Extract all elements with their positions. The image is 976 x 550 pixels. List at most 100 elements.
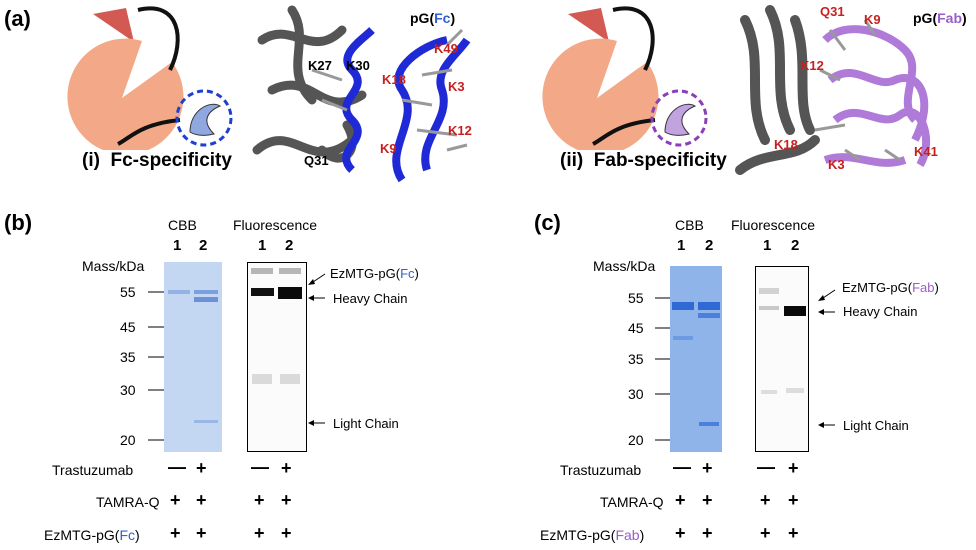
b-sign: + — [170, 490, 181, 510]
b-sign: + — [196, 523, 207, 543]
residue-q31: Q31 — [820, 4, 845, 19]
c-sign: + — [675, 490, 686, 510]
b-fluor-gel — [247, 262, 307, 452]
fc-specificity-cartoon — [67, 6, 233, 150]
b-marker-35: 35 — [120, 349, 136, 365]
residue-k41: K41 — [914, 144, 938, 159]
b-cbb-title: CBB — [168, 217, 197, 233]
b-cbb-gel — [164, 262, 222, 452]
c-row-ezmtg: EzMTG-pG(Fab) — [540, 527, 645, 543]
b-sign: + — [170, 523, 181, 543]
c-sign: — — [673, 457, 691, 477]
b-marker-45: 45 — [120, 319, 136, 335]
fc-caption: (i) Fc-specificity — [82, 150, 232, 172]
residue-q31: Q31 — [304, 153, 329, 168]
dashed-circle-shape — [650, 89, 708, 147]
b-heavy-chain-label: Heavy Chain — [333, 291, 408, 306]
b-sign: + — [281, 490, 292, 510]
b-marker-20: 20 — [120, 432, 136, 448]
b-sign: + — [281, 523, 292, 543]
b-cbb-lane-1: 1 — [173, 237, 182, 254]
panel-b-label: (b) — [4, 210, 33, 235]
b-sign: + — [196, 458, 207, 478]
fc-caption-num: (i) — [82, 150, 100, 171]
c-row-trastuzumab: Trastuzumab — [560, 462, 642, 478]
b-row-trastuzumab: Trastuzumab — [52, 462, 134, 478]
b-sign: — — [251, 457, 269, 477]
fab-title-tag: Fab — [937, 10, 962, 26]
fab-caption-text: Fab-specificity — [593, 150, 727, 171]
c-marker-55: 55 — [628, 290, 644, 306]
fc-caption-text: Fc-specificity — [110, 150, 232, 171]
residue-k18: K18 — [382, 72, 406, 87]
b-row-tamra: TAMRA-Q — [96, 494, 160, 510]
b-sign: + — [254, 523, 265, 543]
b-mass-label: Mass/kDa — [82, 258, 145, 274]
c-sign: + — [702, 490, 713, 510]
b-light-chain-label: Light Chain — [333, 416, 399, 431]
residue-k49: K49 — [434, 41, 458, 56]
c-cbb-title: CBB — [675, 217, 704, 233]
c-sign: + — [760, 490, 771, 510]
c-marker-45: 45 — [628, 320, 644, 336]
residue-k12: K12 — [448, 123, 472, 138]
fab-structure-title: pG(Fab) — [913, 10, 967, 26]
red-wedge-shape — [568, 8, 609, 42]
residue-k9: K9 — [864, 12, 881, 27]
c-sign: + — [788, 458, 799, 478]
fc-structure-image — [252, 5, 471, 183]
fab-caption: (ii) Fab-specificity — [560, 150, 727, 172]
c-mass-label: Mass/kDa — [593, 258, 656, 274]
residue-k18: K18 — [774, 137, 798, 152]
c-row-tamra: TAMRA-Q — [600, 494, 664, 510]
c-sign: + — [675, 523, 686, 543]
c-heavy-chain-label: Heavy Chain — [843, 304, 918, 319]
b-fluor-lane-2: 2 — [285, 237, 294, 254]
residue-k12: K12 — [800, 58, 824, 73]
b-sign: + — [254, 490, 265, 510]
c-fluor-title: Fluorescence — [731, 217, 816, 233]
residue-k3: K3 — [448, 79, 465, 94]
c-sign: + — [760, 523, 771, 543]
b-sign: + — [196, 490, 207, 510]
pacman-shape — [542, 38, 659, 150]
c-marker-30: 30 — [628, 386, 644, 402]
red-wedge-shape — [93, 8, 134, 42]
c-cbb-lane-2: 2 — [705, 237, 714, 254]
residue-k3: K3 — [828, 157, 845, 172]
c-fluor-lane-1: 1 — [763, 237, 772, 254]
c-fluor-gel — [755, 266, 809, 452]
c-sign: — — [757, 457, 775, 477]
b-conjugate-label: EzMTG-pG(Fc) — [330, 266, 419, 281]
fab-caption-num: (ii) — [560, 150, 584, 171]
c-light-chain-label: Light Chain — [843, 418, 909, 433]
fab-structure-image — [735, 5, 931, 175]
b-marker-55: 55 — [120, 284, 136, 300]
c-sign: + — [702, 458, 713, 478]
b-fluor-title: Fluorescence — [233, 217, 318, 233]
panel-a-label: (a) — [4, 6, 31, 31]
c-sign: + — [788, 490, 799, 510]
c-marker-35: 35 — [628, 351, 644, 367]
c-cbb-gel — [670, 266, 722, 452]
b-marker-30: 30 — [120, 382, 136, 398]
c-cbb-lane-1: 1 — [677, 237, 686, 254]
panel-c-label: (c) — [534, 210, 561, 235]
c-marker-20: 20 — [628, 432, 644, 448]
c-sign: + — [702, 523, 713, 543]
fc-structure-title: pG(Fc) — [410, 10, 456, 26]
dashed-circle-shape — [175, 89, 233, 147]
b-sign: + — [281, 458, 292, 478]
b-cbb-lane-2: 2 — [199, 237, 208, 254]
residue-k30: K30 — [346, 58, 370, 73]
b-row-ezmtg: EzMTG-pG(Fc) — [44, 527, 140, 543]
c-sign: + — [788, 523, 799, 543]
fab-specificity-cartoon — [542, 6, 708, 150]
pacman-shape — [67, 38, 184, 150]
c-fluor-lane-2: 2 — [791, 237, 800, 254]
residue-k27: K27 — [308, 58, 332, 73]
b-fluor-lane-1: 1 — [258, 237, 267, 254]
c-conjugate-label: EzMTG-pG(Fab) — [842, 280, 939, 295]
residue-k9: K9 — [380, 141, 397, 156]
b-sign: — — [168, 457, 186, 477]
